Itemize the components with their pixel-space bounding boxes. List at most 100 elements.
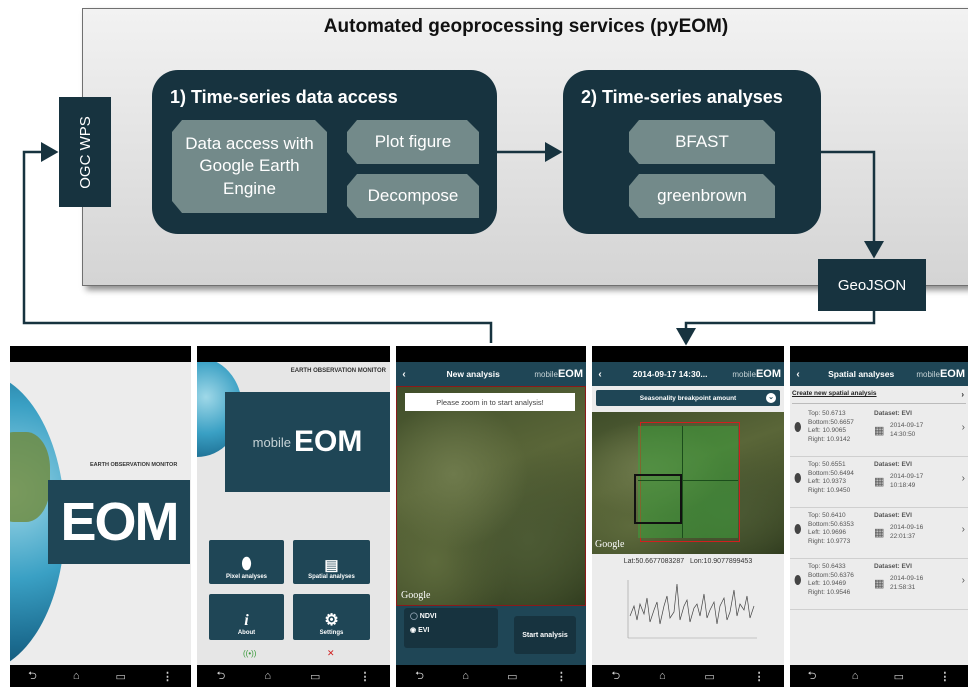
chip-greenbrown: greenbrown [629, 174, 775, 218]
menu-header: EARTH OBSERVATION MONITOR [290, 368, 386, 374]
dataset-label: Dataset: EVI [874, 512, 912, 519]
data-access-box: 1) Time-series data access Data access w… [152, 70, 497, 234]
back-nav-icon[interactable]: ⮌ [28, 669, 37, 682]
chevron-right-icon: › [961, 524, 965, 535]
splash-screen: EARTH OBSERVATION MONITOR EOM [10, 362, 191, 665]
nav-bar: ⮌ ⌂ ▭ ⋮ [790, 665, 968, 687]
analysis-list: ⬮ Top: 50.6713 Bottom:50.6657 Left: 10.9… [790, 406, 968, 610]
radio-ndvi[interactable]: ◯ NDVI [410, 612, 498, 620]
dropdown-label: Seasonality breakpoint amount [639, 394, 737, 402]
phone-splash: EARTH OBSERVATION MONITOR EOM ⮌ ⌂ ▭ ⋮ [10, 346, 191, 687]
brand-text: EOM [939, 368, 965, 380]
time-series-plot [627, 580, 757, 639]
brand-prefix: mobile [916, 370, 940, 379]
brand-logo: mobileEOM [534, 368, 586, 380]
chip-bfast: BFAST [629, 120, 775, 164]
recent-apps-icon[interactable]: ▭ [704, 670, 715, 683]
settings-label: Settings [319, 630, 344, 636]
ogc-wps-text: OGC WPS [76, 115, 94, 189]
bbox-left: Left: 10.9373 [808, 478, 846, 485]
settings-button[interactable]: ⚙ Settings [293, 594, 370, 640]
result-map[interactable]: Google [592, 412, 784, 554]
location-pin-icon: ⬮ [794, 420, 802, 434]
list-item[interactable]: ⬮ Top: 50.6410 Bottom:50.6353 Left: 10.9… [790, 508, 968, 559]
home-nav-icon[interactable]: ⌂ [72, 670, 80, 682]
chevron-right-icon: › [961, 390, 964, 399]
spatial-analyses-button[interactable]: ▤ Spatial analyses [293, 540, 370, 584]
home-nav-icon[interactable]: ⌂ [462, 670, 469, 682]
calendar-icon: ▦ [874, 425, 885, 437]
zoom-notice: Please zoom in to start analysis! [405, 393, 575, 411]
create-analysis-link[interactable]: Create new spatial analysis › [792, 390, 966, 404]
chevron-down-icon: ⌄ [766, 393, 776, 403]
list-item[interactable]: ⬮ Top: 50.6551 Bottom:50.6494 Left: 10.9… [790, 457, 968, 508]
back-nav-icon[interactable]: ⮌ [807, 669, 817, 682]
overflow-menu-icon[interactable]: ⋮ [161, 670, 173, 683]
archive-box-icon: ▤ [324, 557, 339, 574]
bbox-bottom: Bottom:50.6494 [808, 469, 854, 477]
menu-screen: EARTH OBSERVATION MONITOR mobile EOM ⬮ P… [197, 362, 390, 665]
overflow-menu-icon[interactable]: ⋮ [555, 670, 567, 683]
time-series-line [629, 583, 755, 625]
ndvi-label: NDVI [419, 613, 437, 620]
brand-logo: mobileEOM [732, 368, 784, 380]
satellite-map[interactable]: Please zoom in to start analysis! Google [396, 386, 586, 606]
brand-text: EOM [557, 368, 583, 380]
back-nav-icon[interactable]: ⮌ [611, 669, 621, 682]
variable-dropdown[interactable]: Seasonality breakpoint amount ⌄ [596, 390, 780, 406]
back-arrow-icon[interactable]: ‹ [598, 368, 602, 380]
green-grid-v [682, 426, 683, 538]
coordinates-readout: Lat:50.6677083287 Lon:10.9077899453 [623, 558, 753, 565]
overflow-menu-icon[interactable]: ⋮ [753, 670, 765, 683]
bbox-right: Right: 10.9773 [808, 537, 851, 545]
dataset-label: Dataset: EVI [874, 410, 912, 417]
bbox-bottom: Bottom:50.6376 [808, 571, 854, 579]
analyses-title: 2) Time-series analyses [581, 87, 783, 107]
about-button[interactable]: i About [209, 594, 284, 640]
nav-bar: ⮌ ⌂ ▭ ⋮ [197, 665, 390, 687]
location-pin-icon: ⬮ [241, 556, 252, 573]
brand-prefix: mobile [534, 370, 558, 379]
nav-bar: ⮌ ⌂ ▭ ⋮ [10, 665, 191, 687]
home-nav-icon[interactable]: ⌂ [264, 670, 272, 682]
result-title: 2014-09-17 14:30... [632, 369, 708, 379]
spatial-analyses-label: Spatial analyses [308, 574, 355, 580]
chip-google-earth-engine: Data access with Google Earth Engine [172, 120, 327, 213]
home-nav-icon[interactable]: ⌂ [658, 670, 666, 682]
recent-apps-icon[interactable]: ▭ [310, 670, 321, 683]
phone-menu: EARTH OBSERVATION MONITOR mobile EOM ⬮ P… [197, 346, 390, 687]
item-time: 14:30:50 [890, 430, 916, 438]
calendar-icon: ▦ [874, 476, 885, 488]
overflow-menu-icon[interactable]: ⋮ [939, 670, 951, 683]
back-nav-icon[interactable]: ⮌ [216, 669, 226, 682]
dataset-radio-group: ◯ NDVI ◉ EVI [404, 608, 498, 648]
app-bar: ‹ 2014-09-17 14:30... mobileEOM [592, 362, 784, 386]
pixel-analyses-button[interactable]: ⬮ Pixel analyses [209, 540, 284, 584]
item-time: 22:01:37 [890, 532, 916, 540]
splash-subtitle: EARTH OBSERVATION MONITOR [90, 462, 178, 468]
home-nav-icon[interactable]: ⌂ [851, 670, 859, 682]
geojson-label: GeoJSON [818, 259, 926, 311]
about-label: About [237, 630, 256, 636]
chip-decompose: Decompose [347, 174, 479, 218]
back-nav-icon[interactable]: ⮌ [415, 669, 424, 682]
recent-apps-icon[interactable]: ▭ [893, 670, 905, 683]
location-pin-icon: ⬮ [794, 522, 802, 536]
list-item[interactable]: ⬮ Top: 50.6433 Bottom:50.6376 Left: 10.9… [790, 559, 968, 610]
menu-logo: mobile EOM [225, 392, 390, 492]
phone-result: ‹ 2014-09-17 14:30... mobileEOM Seasonal… [592, 346, 784, 687]
back-arrow-icon[interactable]: ‹ [796, 368, 800, 380]
recent-apps-icon[interactable]: ▭ [115, 670, 126, 683]
brand-text: EOM [755, 368, 781, 380]
item-date: 2014-09-16 [890, 575, 924, 582]
start-analysis-button[interactable]: Start analysis [514, 616, 576, 654]
bbox-values: Top: 50.6713 Bottom:50.6657 Left: 10.906… [808, 410, 854, 444]
radio-evi[interactable]: ◉ EVI [410, 626, 498, 634]
list-item[interactable]: ⬮ Top: 50.6713 Bottom:50.6657 Left: 10.9… [790, 406, 968, 457]
back-arrow-icon[interactable]: ‹ [402, 368, 406, 380]
status-bar [197, 346, 390, 362]
brand-prefix: mobile [732, 370, 756, 379]
recent-apps-icon[interactable]: ▭ [507, 670, 518, 683]
overflow-menu-icon[interactable]: ⋮ [359, 670, 371, 683]
